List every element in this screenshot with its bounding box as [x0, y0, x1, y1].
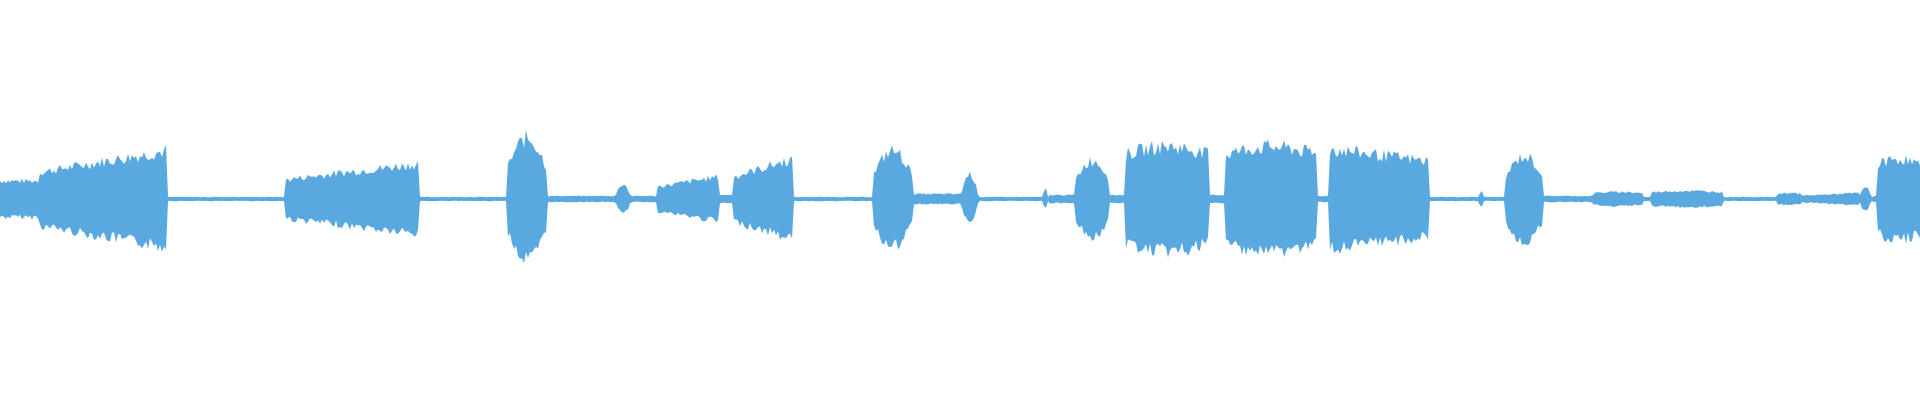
- waveform-envelope: [0, 130, 1920, 264]
